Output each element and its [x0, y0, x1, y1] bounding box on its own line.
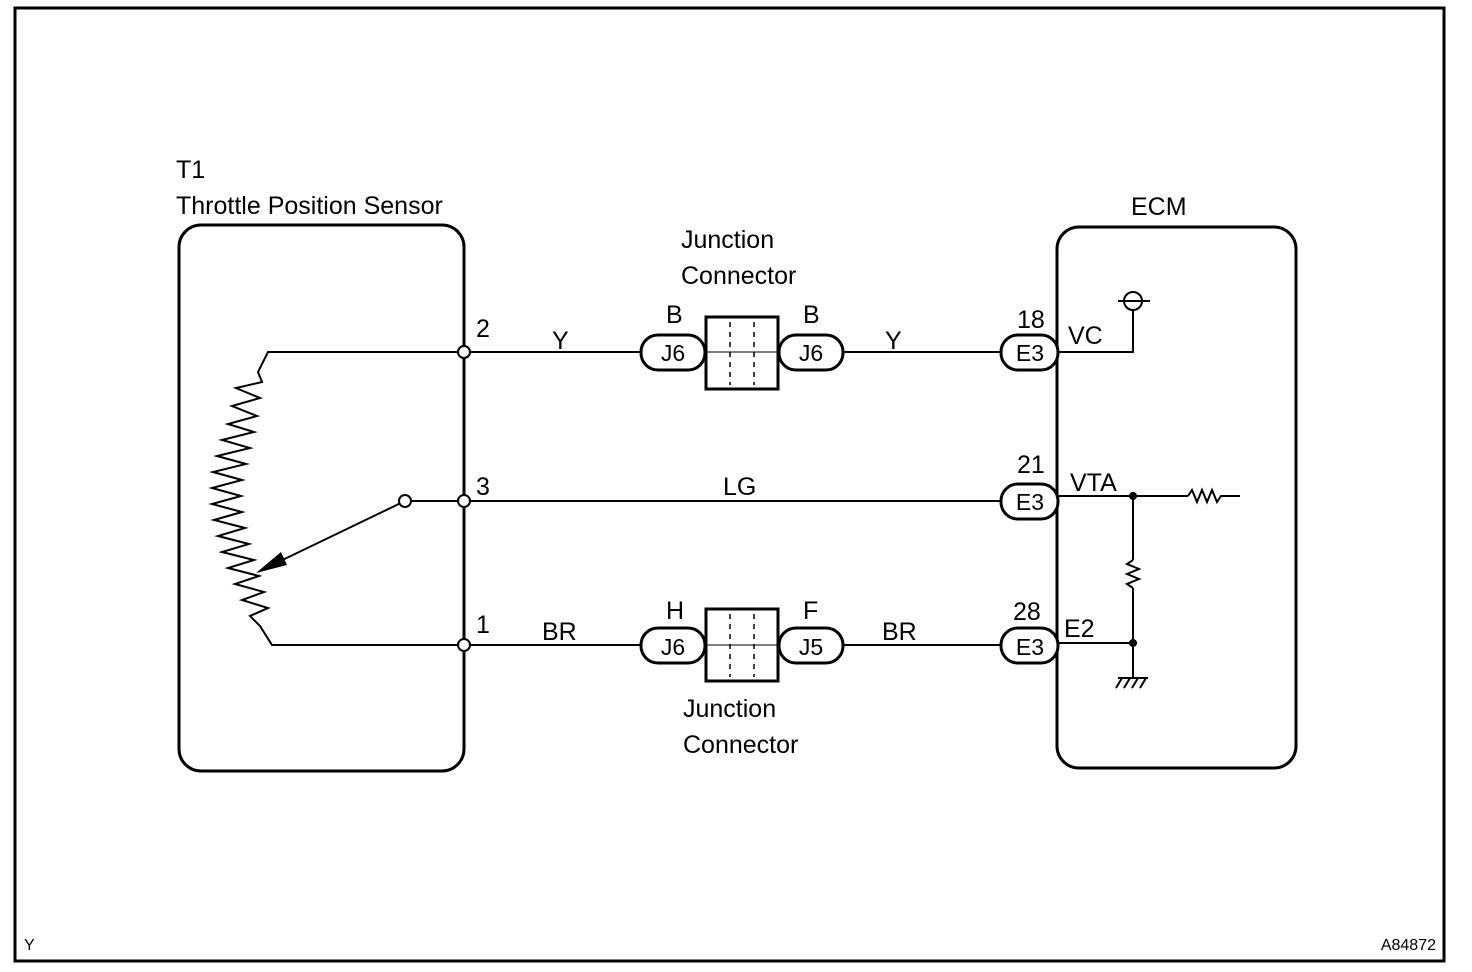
junction-top-block — [704, 315, 780, 391]
sensor-pin-2-terminal — [457, 345, 471, 359]
ecm-pin-21-number: 21 — [1017, 451, 1045, 479]
sensor-pin-1-label: 1 — [476, 611, 490, 639]
junction-bottom-right-pin: F — [803, 597, 818, 625]
vta-resistor-icon — [1187, 487, 1240, 505]
ecm-name: ECM — [1131, 193, 1187, 221]
ecm-pin-28-number: 28 — [1013, 598, 1041, 626]
sensor-resistor-icon — [208, 351, 284, 646]
wiper-arrow-icon — [256, 552, 287, 573]
sensor-box — [177, 223, 466, 773]
ecm-connector-21 — [999, 482, 1060, 521]
junction-bottom-right-conn-label: J5 — [799, 634, 823, 660]
ecm-pin-28-name: E2 — [1064, 615, 1095, 643]
ecm-vc-lead — [1058, 310, 1134, 353]
wire-bottom-left-color: BR — [542, 618, 577, 646]
sensor-pin-1-terminal — [457, 638, 471, 652]
ecm-pin-18-name: VC — [1068, 322, 1103, 350]
wire-top-left-color: Y — [552, 327, 569, 355]
ecm-conn-28-label: E3 — [1016, 634, 1044, 660]
wire-bottom-right-color: BR — [882, 618, 917, 646]
junction-top-right-pin: B — [803, 301, 820, 329]
junction-bottom-title-1: Junction — [683, 695, 776, 723]
sensor-pin-3-terminal — [457, 494, 471, 508]
junction-top-title-2: Connector — [681, 262, 796, 290]
figure-id: A84872 — [1381, 937, 1436, 954]
ecm-pin-18-number: 18 — [1017, 306, 1045, 334]
ecm-conn-21-label: E3 — [1016, 489, 1044, 515]
sensor-name: Throttle Position Sensor — [176, 192, 443, 220]
sensor-pin-3-label: 3 — [476, 473, 490, 501]
sensor-pin-2-label: 2 — [476, 315, 490, 343]
sensor-code: T1 — [176, 156, 205, 184]
diagram-frame — [13, 6, 1446, 963]
wiper-arm — [269, 500, 406, 567]
junction-top-left-pin: B — [666, 301, 683, 329]
ecm-pin-21-name: VTA — [1070, 469, 1117, 497]
ecm-conn-18-label: E3 — [1016, 340, 1044, 366]
junction-top-title-1: Junction — [681, 226, 774, 254]
wire-top-right-color: Y — [885, 327, 902, 355]
pulldown-resistor-icon — [1124, 559, 1142, 589]
junction-top-left-conn-label: J6 — [661, 340, 685, 366]
wiper-terminal-icon — [398, 494, 412, 508]
ecm-connector-28 — [999, 626, 1060, 665]
ground-icon — [1115, 677, 1148, 689]
junction-bottom-left-conn-label: J6 — [661, 634, 685, 660]
wire-middle-color: LG — [723, 473, 756, 501]
ecm-box — [1055, 225, 1298, 770]
footer-code: Y — [24, 937, 35, 954]
junction-bottom-left-pin: H — [666, 597, 684, 625]
junction-top-right-conn-label: J6 — [799, 340, 823, 366]
junction-bottom-title-2: Connector — [683, 731, 798, 759]
